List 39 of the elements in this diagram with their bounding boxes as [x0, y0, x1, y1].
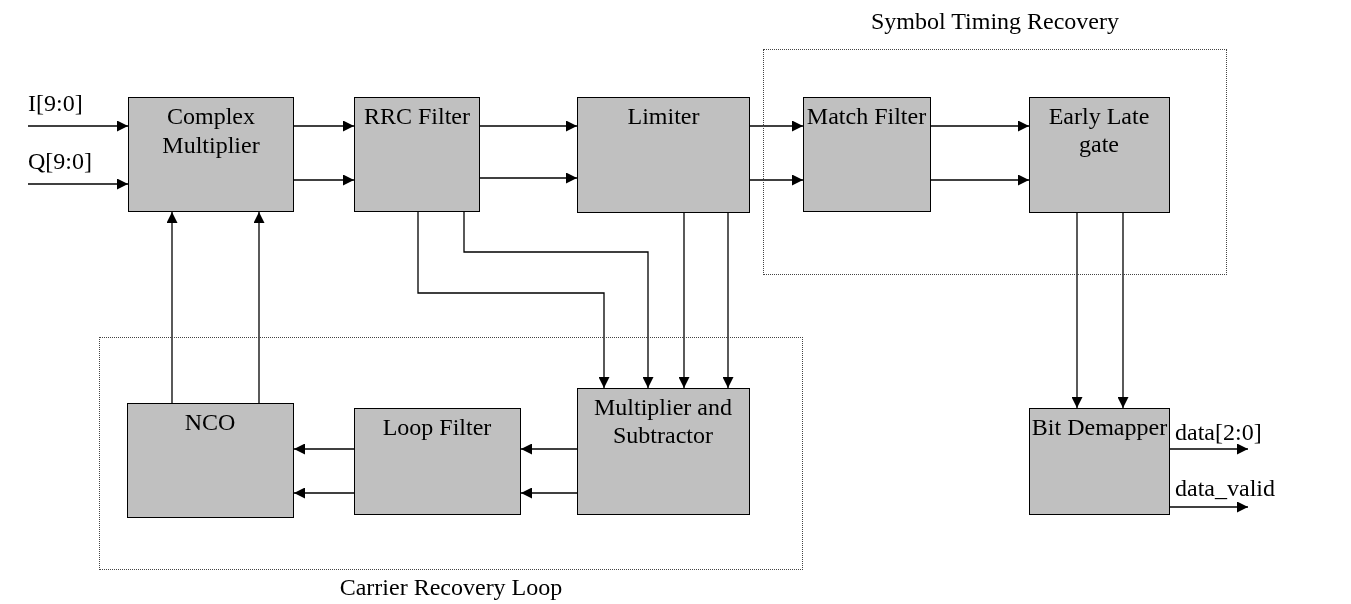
group-title: Carrier Recovery Loop	[338, 574, 564, 601]
arrow	[293, 443, 355, 455]
signal-label: I[9:0]	[28, 90, 108, 126]
process-block: Bit Demapper	[1029, 408, 1170, 515]
process-block: Early Late gate	[1028, 96, 1170, 213]
group-title: Symbol Timing Recovery	[870, 8, 1120, 35]
arrow	[417, 211, 610, 389]
arrow	[1117, 212, 1129, 409]
arrow	[293, 120, 355, 132]
signal-label: data_valid	[1175, 475, 1340, 507]
process-block: RRC Filter	[354, 97, 480, 212]
arrow	[479, 172, 578, 184]
arrow	[1169, 443, 1249, 455]
arrow	[678, 212, 690, 389]
arrow	[930, 120, 1030, 132]
process-block: Loop Filter	[353, 407, 521, 515]
arrow	[930, 174, 1030, 186]
arrow	[463, 211, 654, 389]
process-block: Complex Multiplier	[128, 97, 294, 212]
process-block: NCO	[126, 402, 294, 518]
arrow	[1169, 501, 1249, 513]
arrow	[749, 174, 804, 186]
arrow	[1071, 212, 1083, 409]
arrow	[749, 120, 804, 132]
arrow	[520, 487, 578, 499]
arrow	[520, 443, 578, 455]
arrow	[27, 178, 129, 190]
process-block: Match Filter	[802, 96, 931, 212]
signal-label: Q[9:0]	[28, 148, 108, 184]
process-block: Multiplier and Subtractor	[576, 387, 750, 515]
arrow	[293, 487, 355, 499]
signal-label: data[2:0]	[1175, 419, 1295, 449]
arrow	[253, 211, 265, 404]
arrow	[479, 120, 578, 132]
arrow	[293, 174, 355, 186]
arrow	[166, 211, 178, 404]
arrow	[27, 120, 129, 132]
process-block: Limiter	[577, 97, 750, 213]
arrow	[722, 212, 734, 389]
